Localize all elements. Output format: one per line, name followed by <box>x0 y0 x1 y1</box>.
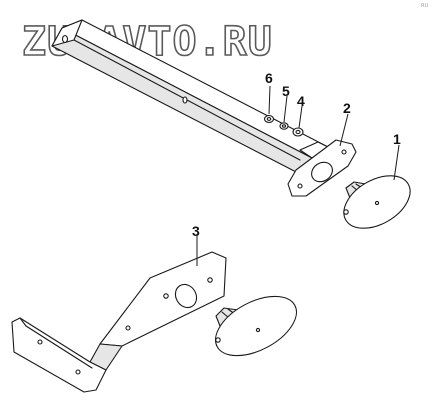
lens-center <box>374 200 380 206</box>
leader-6 <box>268 85 271 115</box>
bracket-lamp-hole <box>174 283 198 309</box>
plate-center-hole <box>311 161 333 183</box>
lens-screw <box>343 209 349 215</box>
tube-hole <box>182 96 188 104</box>
part-label-3: 3 <box>192 223 200 239</box>
lamp-assembly-bottom <box>214 295 298 357</box>
leader-4 <box>298 105 303 129</box>
bracket-base-plate <box>11 317 107 393</box>
bracket-hole <box>75 369 81 375</box>
part-label-4: 4 <box>297 93 305 109</box>
washer-4-hole <box>295 129 301 135</box>
plate-screw-hole <box>297 183 303 189</box>
bracket-hole <box>125 325 131 331</box>
lamp-assembly-top <box>343 175 411 229</box>
fasteners <box>263 114 304 137</box>
tube-hole <box>61 34 69 44</box>
leader-1 <box>393 144 400 181</box>
part-label-1: 1 <box>393 131 401 147</box>
lens-screw <box>215 337 221 343</box>
part-label-5: 5 <box>282 83 290 99</box>
lamp-lens-bottom <box>214 295 298 357</box>
bracket-hole <box>207 277 213 283</box>
lens-center <box>255 327 261 333</box>
lock-washer-5 <box>279 122 289 130</box>
corner-mark: RU <box>421 3 428 9</box>
mounting-plate <box>287 139 357 197</box>
nut-6-hole <box>266 117 272 121</box>
lock-washer-5-hole <box>281 124 287 128</box>
bracket-hole <box>163 293 169 299</box>
bracket-hole <box>37 339 43 345</box>
nut-6 <box>263 114 275 124</box>
bracket-upper-plate <box>99 251 227 347</box>
washer-4 <box>292 127 304 137</box>
part-label-2: 2 <box>343 100 351 116</box>
bracket-edge <box>25 325 93 369</box>
plate-screw-hole <box>341 149 347 155</box>
leader-2 <box>339 113 349 147</box>
leader-5 <box>283 95 288 123</box>
bracket-edge <box>19 317 27 327</box>
part-label-6: 6 <box>265 70 273 86</box>
angled-bracket <box>11 251 227 393</box>
